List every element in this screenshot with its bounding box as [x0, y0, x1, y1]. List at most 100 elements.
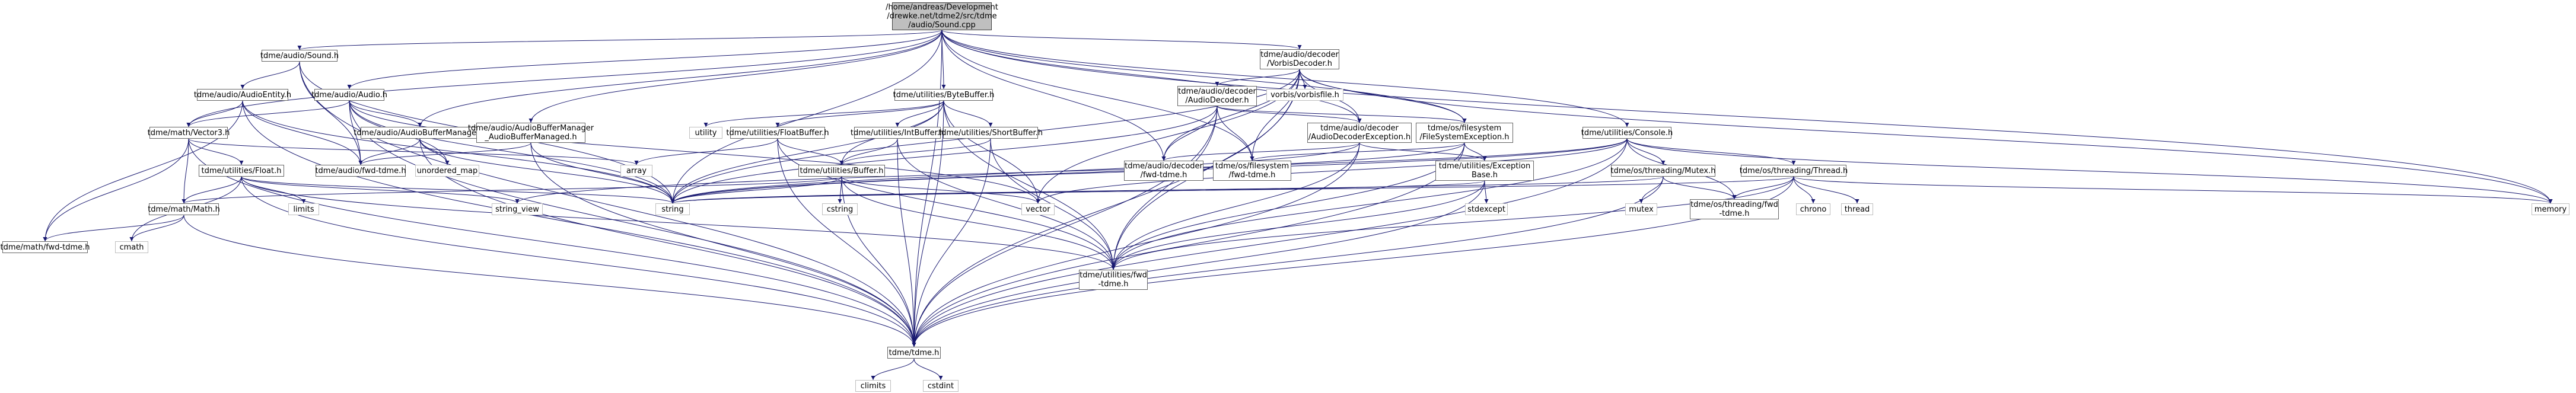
edge-sound_cpp-to-tdme_h: [912, 30, 942, 347]
node-decoder-vorbisdecoder-h[interactable]: tdme/audio/decoder /VorbisDecoder.h: [1260, 49, 1339, 69]
edge-utilities_buffer_h-to-utilities_fwd_h: [841, 176, 1116, 270]
edge-sound_cpp-to-audio_audiobuffermanager_h: [418, 30, 942, 127]
node-std-array: array: [620, 165, 652, 177]
edge-decoder_exception_h-to-std_string: [670, 142, 1360, 204]
node-threading-mutex-h[interactable]: tdme/os/threading/Mutex.h: [1611, 165, 1716, 177]
edge-utilities_bytebuffer_h-to-utilities_fwd_h: [943, 100, 1116, 270]
edge-utilities_buffer_h-to-std_string: [670, 176, 842, 204]
edge-decoder_vorbisdecoder_h-to-filesystem_fwd_h: [1250, 69, 1300, 161]
node-math-fwd-h[interactable]: tdme/math/fwd-tdme.h: [0, 241, 90, 253]
edge-exceptionbase_h-to-utilities_fwd_h: [1111, 180, 1485, 270]
edge-threading_thread_h-to-std_string: [671, 176, 1794, 204]
edge-decoder_vorbisdecoder_h-to-decoder_fwd_h: [1161, 69, 1300, 161]
edge-utilities_float_h-to-std_string: [241, 176, 675, 204]
edge-sound_cpp-to-std_string: [670, 30, 942, 204]
edge-exceptionbase_h-to-tdme_h: [912, 180, 1485, 347]
edge-audio_audioentity_h-to-audio_fwd_h: [242, 100, 363, 165]
edge-utilities_buffer_h-to-std_vector: [841, 176, 1040, 204]
edge-decoder_audiodecoder_h-to-decoder_fwd_h: [1161, 106, 1218, 161]
edge-threading_thread_h-to-tdme_h: [912, 176, 1794, 347]
edge-utilities_console_h-to-std_vector: [1036, 138, 1628, 204]
edge-exceptionbase_h-to-std_stdexcept: [1484, 180, 1489, 204]
edge-decoder_exception_h-to-utilities_fwd_h: [1111, 142, 1360, 270]
node-math-math-h[interactable]: tdme/math/Math.h: [148, 203, 220, 215]
edge-utilities_console_h-to-std_memory: [1626, 138, 2553, 204]
node-math-vector3-h[interactable]: tdme/math/Vector3.h: [148, 127, 230, 139]
edge-utilities_floatbuffer_h-to-utilities_fwd_h: [777, 138, 1116, 270]
edge-decoder_audiodecoder_h-to-std_string: [670, 106, 1218, 204]
edge-utilities_console_h-to-threading_thread_h: [1626, 138, 1796, 165]
node-utilities-float-h[interactable]: tdme/utilities/Float.h: [199, 165, 284, 177]
edge-decoder_exception_h-to-tdme_h: [912, 142, 1360, 347]
node-audio-sound-h[interactable]: tdme/audio/Sound.h: [260, 50, 339, 62]
edge-utilities_console_h-to-threading_mutex_h: [1626, 138, 1666, 165]
edge-utilities_buffer_h-to-math_math_h: [182, 176, 842, 204]
edge-audio_sound_h-to-tdme_h: [299, 61, 916, 347]
node-std-vorbisfile: vorbis/vorbisfile.h: [1266, 89, 1343, 101]
node-decoder-audiodecoder-h[interactable]: tdme/audio/decoder /AudioDecoder.h: [1177, 86, 1257, 106]
node-audio-audioentity-h[interactable]: tdme/audio/AudioEntity.h: [194, 89, 291, 101]
node-utilities-floatbuffer-h[interactable]: tdme/utilities/FloatBuffer.h: [726, 127, 829, 139]
node-std-string: string: [655, 203, 690, 215]
edge-audio_audio_h-to-std_vector: [349, 100, 1040, 204]
edge-utilities_float_h-to-math_math_h: [182, 176, 242, 204]
node-std-cmath: cmath: [115, 241, 148, 253]
node-utilities-console-h[interactable]: tdme/utilities/Console.h: [1581, 127, 1673, 139]
edge-utilities_shortbuffer_h-to-utilities_buffer_h: [839, 138, 991, 165]
edge-utilities_float_h-to-std_string_view: [241, 176, 520, 204]
node-utilities-shortbuffer-h[interactable]: tdme/utilities/ShortBuffer.h: [938, 127, 1043, 139]
edge-sound_cpp-to-audio_audiobuffermanager_managed_h: [528, 30, 942, 123]
node-std-utility: utility: [689, 127, 722, 139]
node-std-cstring: cstring: [822, 203, 858, 215]
edge-threading_mutex_h-to-std_mutex: [1639, 176, 1664, 204]
node-threading-thread-h[interactable]: tdme/os/threading/Thread.h: [1740, 165, 1848, 177]
edge-math_math_h-to-std_cmath: [129, 215, 184, 242]
edge-threading_mutex_h-to-tdme_h: [912, 176, 1664, 347]
node-decoder-exception-h[interactable]: tdme/audio/decoder /AudioDecoderExceptio…: [1307, 123, 1412, 143]
node-audio-audiobuffermanager-h[interactable]: tdme/audio/AudioBufferManager.h: [354, 127, 486, 139]
edge-audio_audiobuffermanager_managed_h-to-audio_fwd_h: [358, 142, 531, 165]
edge-audio_sound_h-to-audio_audioentity_h: [240, 61, 300, 90]
edge-math_vector3_h-to-math_fwd_h: [43, 138, 189, 242]
node-audio-audio-h[interactable]: tdme/audio/Audio.h: [311, 89, 387, 101]
edge-decoder_audiodecoder_h-to-decoder_exception_h: [1217, 106, 1362, 123]
node-audio-fwd-h[interactable]: tdme/audio/fwd-tdme.h: [315, 165, 406, 177]
node-utilities-bytebuffer-h[interactable]: tdme/utilities/ByteBuffer.h: [893, 89, 994, 101]
edge-audio_audiobuffermanager_h-to-std_string: [419, 138, 675, 204]
edge-tdme_h-to-std_climits: [871, 358, 915, 381]
edge-utilities_console_h-to-std_string_view: [515, 138, 1628, 204]
edge-filesystem_exception_h-to-exceptionbase_h: [1464, 142, 1487, 161]
edge-audio_audiobuffermanager_h-to-audio_fwd_h: [358, 138, 421, 165]
edge-threading_thread_h-to-threading_fwd_h: [1732, 176, 1794, 200]
node-utilities-intbuffer-h[interactable]: tdme/utilities/IntBuffer.h: [851, 127, 944, 139]
edge-audio_audio_h-to-math_vector3_h: [186, 100, 350, 127]
node-utilities-buffer-h[interactable]: tdme/utilities/Buffer.h: [798, 165, 885, 177]
edge-audio_audio_h-to-std_string: [349, 100, 675, 204]
edge-utilities_bytebuffer_h-to-utilities_shortbuffer_h: [943, 100, 993, 127]
node-utilities-fwd-h[interactable]: tdme/utilities/fwd -tdme.h: [1079, 270, 1148, 290]
node-exceptionbase-h[interactable]: tdme/utilities/Exception Base.h: [1435, 161, 1534, 181]
node-tdme-h[interactable]: tdme/tdme.h: [887, 347, 941, 359]
edge-audio_audiobuffermanager_h-to-std_unordered_map: [419, 138, 450, 165]
node-audio-audiobuffermanager-managed-h[interactable]: tdme/audio/AudioBufferManager _AudioBuff…: [467, 123, 594, 143]
edge-utilities_floatbuffer_h-to-std_array: [634, 138, 778, 165]
node-filesystem-exception-h[interactable]: tdme/os/filesystem /FileSystemException.…: [1416, 123, 1513, 143]
edge-utilities_bytebuffer_h-to-tdme_h: [912, 100, 944, 347]
edge-audio_audioentity_h-to-std_string: [242, 100, 675, 204]
node-filesystem-fwd-h[interactable]: tdme/os/filesystem /fwd-tdme.h: [1213, 161, 1291, 181]
edge-audio_audiobuffermanager_managed_h-to-std_string: [530, 142, 675, 204]
edge-decoder_audiodecoder_h-to-tdme_h: [912, 106, 1218, 347]
node-std-vector: vector: [1021, 203, 1055, 215]
edge-audio_audiobuffermanager_h-to-tdme_h: [419, 138, 916, 347]
edge-threading_thread_h-to-std_chrono: [1793, 176, 1816, 204]
edge-sound_cpp-to-std_memory: [941, 30, 2553, 204]
node-std-string-view: string_view: [492, 203, 543, 215]
edge-utilities_bytebuffer_h-to-utilities_intbuffer_h: [895, 100, 944, 127]
node-decoder-fwd-h[interactable]: tdme/audio/decoder /fwd-tdme.h: [1124, 161, 1203, 181]
edge-threading_thread_h-to-std_memory: [1793, 176, 2553, 204]
edge-filesystem_exception_h-to-filesystem_fwd_h: [1250, 142, 1465, 161]
node-threading-fwd-h[interactable]: tdme/os/threading/fwd -tdme.h: [1690, 199, 1779, 219]
edge-decoder_audiodecoder_h-to-utilities_fwd_h: [1111, 106, 1218, 270]
edge-utilities_bytebuffer_h-to-std_utility: [703, 100, 944, 127]
